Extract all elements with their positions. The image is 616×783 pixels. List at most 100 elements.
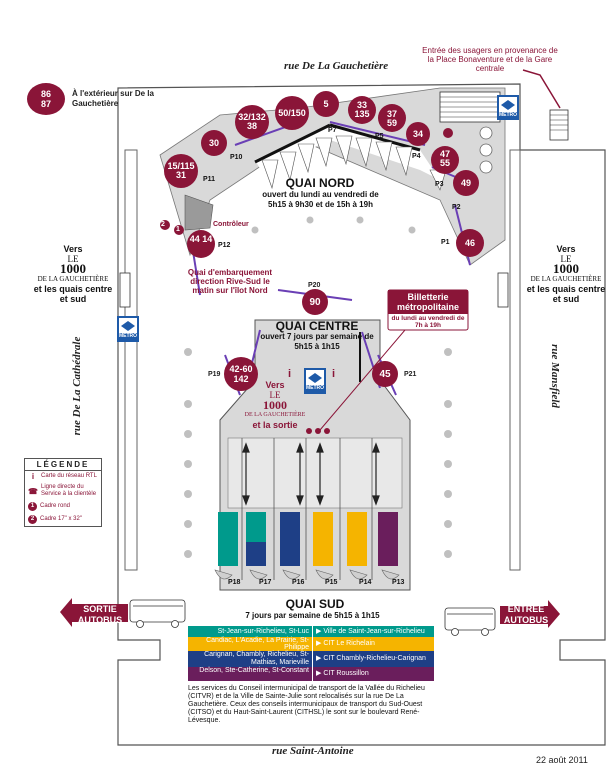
- centre-inner-note: Vers LE 1000 DE LA GAUCHETIÈRE et la sor…: [235, 380, 315, 430]
- route-left: Carignan, Chambly, Richelieu, St-Mathias…: [204, 651, 309, 666]
- route-86: 86: [40, 89, 51, 99]
- metro-centre-label: MÉTRO: [305, 385, 325, 391]
- route-87: 87: [40, 99, 51, 109]
- bubble-37-59: 37 59: [386, 109, 397, 128]
- vers-1000-east-le: LE: [560, 254, 572, 264]
- post-p14: P14: [359, 579, 372, 586]
- metro-icon-centre: [304, 368, 326, 394]
- route-left: Delson, Ste-Catherine, St-Constant: [199, 667, 309, 674]
- quai-centre-hours: ouvert 7 jours par semaine de 5h15 à 1h1…: [260, 332, 374, 351]
- bubble-50-150: 50/150: [278, 108, 306, 118]
- bay-p18: [218, 512, 238, 566]
- post-p18: P18: [228, 579, 241, 586]
- legend-item: 1 Cadre rond: [25, 500, 101, 513]
- frame-icon: 2: [28, 515, 37, 524]
- post-p15: P15: [325, 579, 338, 586]
- legend-item: 2 Cadre 17" x 32": [25, 513, 101, 526]
- route-left: St-Jean-sur-Richelieu, St-Luc: [217, 628, 309, 635]
- route-right: ▶ CIT Le Richelain: [312, 637, 434, 651]
- quai-sud-title: QUAI SUD: [285, 597, 345, 611]
- exterior-routes-label: À l'extérieur sur De la Gauchetière: [72, 89, 154, 108]
- bubble-49: 49: [460, 178, 471, 188]
- bubble-45: 45: [379, 369, 391, 380]
- route-right-text: CIT Roussillon: [323, 670, 369, 677]
- post-p7: P7: [328, 127, 337, 134]
- post-p19: P19: [208, 371, 221, 378]
- street-west: rue De La Cathédrale: [71, 336, 83, 436]
- route-right: ▶ Ville de Saint-Jean-sur-Richelieu: [312, 626, 434, 637]
- round-frame-icon: 1: [28, 502, 37, 511]
- vers-1000-east-number: 1000: [553, 261, 579, 276]
- bus-left-icon: [129, 599, 186, 628]
- route-table: St-Jean-sur-Richelieu, St-Luc ▶ Ville de…: [188, 626, 434, 681]
- vers-1000-west-vers: Vers: [63, 244, 83, 254]
- exterior-route-numbers: 86 87: [32, 89, 60, 109]
- vers-1000-east-street: DE LA GAUCHETIÈRE: [530, 275, 602, 283]
- vers-1000-east-vers: Vers: [556, 244, 576, 254]
- bubble-33-135: 33 135: [354, 100, 370, 119]
- centre-inner-vers: Vers: [265, 380, 285, 390]
- post-p5: P5: [375, 133, 384, 140]
- bubble-5: 5: [323, 99, 329, 109]
- route-left: Candiac, L'Acadie, La Prairie, St-Philip…: [206, 637, 309, 651]
- legend-item: ☎ Ligne directe du Service à la clientèl…: [25, 482, 101, 500]
- route-row: St-Jean-sur-Richelieu, St-Luc ▶ Ville de…: [188, 626, 434, 637]
- entree-autobus-label: ENTRÉE AUTOBUS: [503, 604, 549, 625]
- legend: LÉGENDE i Carte du réseau RTL ☎ Ligne di…: [24, 458, 102, 527]
- vers-1000-east: Vers LE 1000 DE LA GAUCHETIÈRE et les qu…: [520, 244, 612, 304]
- route-right-text: CIT Le Richelain: [323, 640, 375, 647]
- top-right-note: Entrée des usagers en provenance de la P…: [422, 46, 558, 73]
- route-right-text: CIT Chambly-Richelieu-Carignan: [323, 655, 426, 662]
- post-p4: P4: [412, 153, 421, 160]
- centre-inner-tail: et la sortie: [252, 420, 298, 430]
- phone-icon: ☎: [28, 486, 38, 496]
- building-outline: [117, 83, 606, 746]
- bubble-15-115-31: 15/115 31: [167, 161, 195, 180]
- legend-item-label: Carte du réseau RTL: [41, 473, 97, 479]
- bubble-46: 46: [464, 238, 475, 248]
- info-icon-left: i: [288, 368, 292, 380]
- metro-west-label: MÉTRO: [118, 333, 138, 339]
- post-p20: P20: [308, 282, 321, 289]
- date: 22 août 2011: [536, 755, 588, 765]
- bubble-32-132-38: 32/132 38: [238, 112, 266, 131]
- vers-1000-west-tail: et les quais centre et sud: [33, 284, 113, 304]
- info-icon: i: [31, 472, 35, 481]
- bay-p16: [280, 512, 300, 566]
- street-east: rue Mansfield: [549, 344, 561, 408]
- post-p16: P16: [292, 579, 305, 586]
- controleur-label: Contrôleur: [213, 221, 249, 228]
- post-p11: P11: [203, 176, 216, 183]
- legend-item-label: Ligne directe du Service à la clientèle: [41, 484, 97, 497]
- sortie-arrow: [60, 598, 128, 627]
- post-p17: P17: [259, 579, 272, 586]
- vers-1000-east-tail: et les quais centre et sud: [526, 284, 606, 304]
- controleur-number-2: 2: [161, 221, 165, 228]
- route-row: Candiac, L'Acadie, La Prairie, St-Philip…: [188, 637, 434, 651]
- route-right: ▶ CIT Roussillon: [312, 667, 434, 681]
- quai-nord-title: QUAI NORD: [285, 176, 355, 190]
- post-p1: P1: [441, 239, 450, 246]
- metro-east-label: MÉTRO: [498, 112, 518, 118]
- entree-arrow: [500, 600, 560, 628]
- metro-icon-east: [497, 95, 519, 120]
- vers-1000-west: Vers LE 1000 DE LA GAUCHETIÈRE et les qu…: [28, 244, 118, 304]
- route-row: Delson, Ste-Catherine, St-Constant ▶ CIT…: [188, 667, 434, 681]
- route-right: ▶ CIT Chambly-Richelieu-Carignan: [312, 651, 434, 667]
- bus-right-icon: [444, 607, 496, 636]
- bubble-42-60-142: 42-60 142: [229, 364, 253, 384]
- legend-title: LÉGENDE: [25, 459, 101, 471]
- info-icon-right: i: [332, 368, 336, 380]
- legend-item-label: Cadre rond: [40, 503, 71, 509]
- metro-icon-west: [117, 316, 139, 342]
- centre-inner-number: 1000: [263, 398, 287, 412]
- quai-centre-title: QUAI CENTRE: [275, 319, 359, 333]
- post-p13: P13: [392, 579, 405, 586]
- sortie-autobus-label: SORTIE AUTOBUS: [77, 604, 123, 625]
- post-p3: P3: [435, 181, 444, 188]
- bubble-30: 30: [208, 138, 219, 148]
- vers-1000-west-number: 1000: [60, 261, 86, 276]
- bay-p15: [313, 512, 333, 566]
- centre-inner-le: LE: [269, 390, 281, 400]
